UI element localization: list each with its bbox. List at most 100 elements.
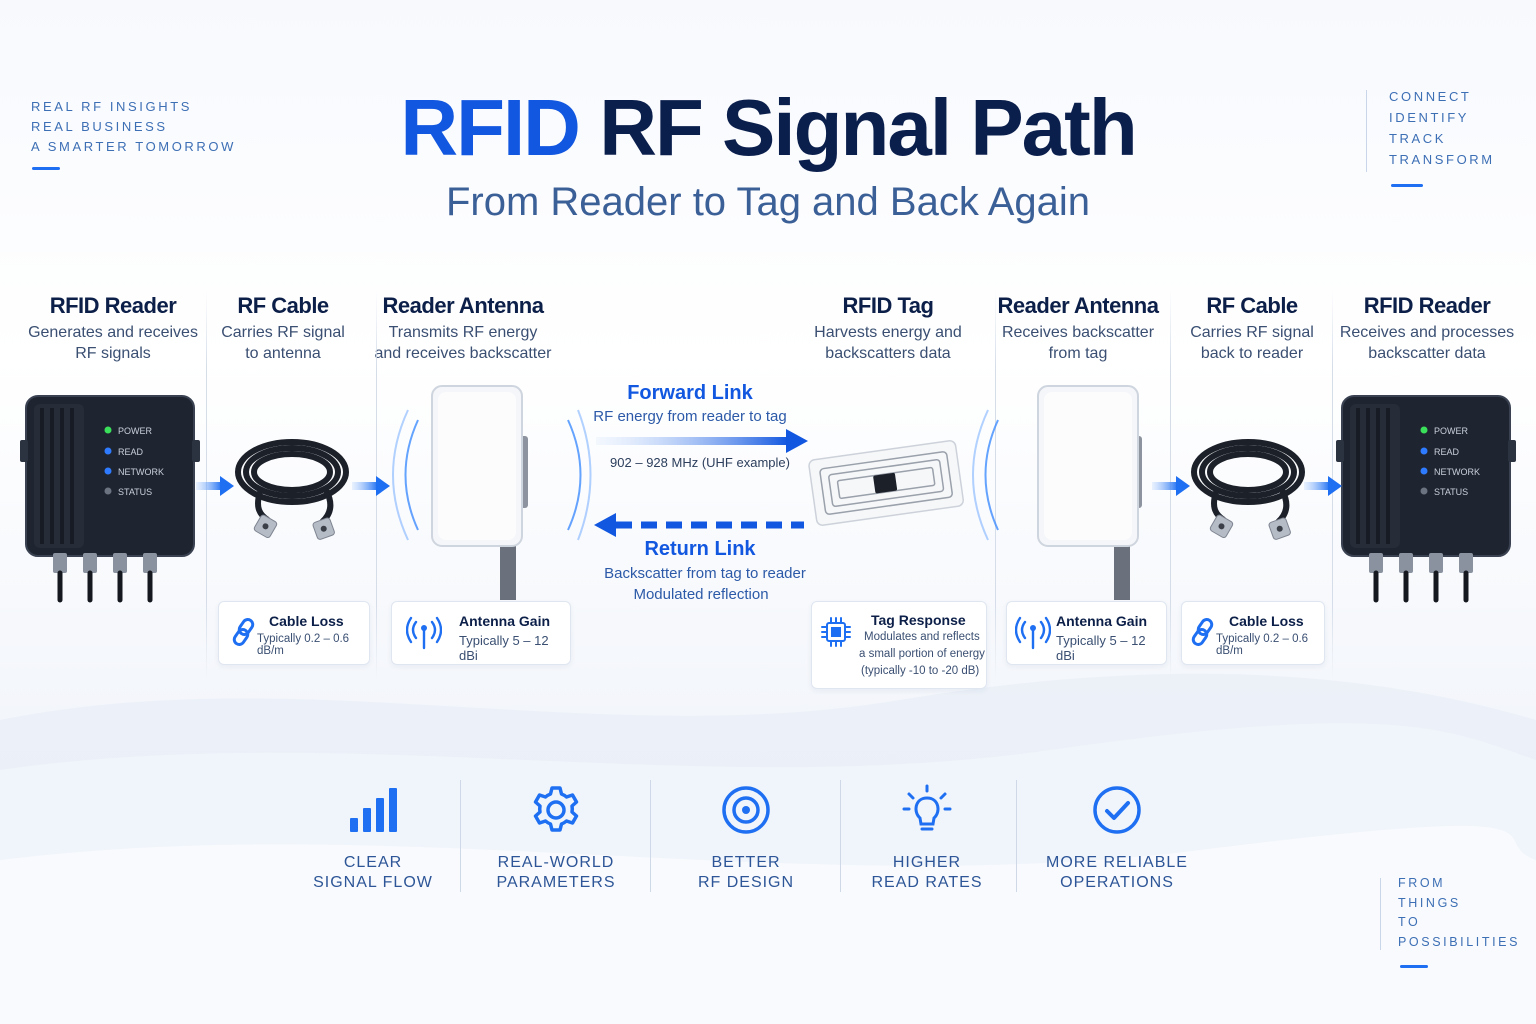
tagline-right-divider <box>1366 90 1367 172</box>
column-heading: RFID Reader <box>49 293 177 318</box>
tagline-right-3: TRACK <box>1389 131 1447 146</box>
card-title: Tag Response <box>871 612 966 628</box>
flow-arrow-icon <box>1152 476 1190 496</box>
tagline-left-3: A SMARTER TOMORROW <box>31 139 236 154</box>
column-desc: Receives and processes <box>1339 324 1515 341</box>
column-heading: Reader Antenna <box>997 293 1159 318</box>
card-title: Cable Loss <box>1229 613 1304 629</box>
led-label-network: NETWORK <box>118 467 164 477</box>
card-tag-response: Tag Response Modulates and reflects a sm… <box>811 601 987 689</box>
feature-label: CLEAR <box>343 854 403 871</box>
column-divider <box>995 290 996 680</box>
column-desc: backscatters data <box>825 345 951 362</box>
column-desc: backscatter data <box>1368 345 1486 362</box>
antenna-icon <box>406 616 442 650</box>
link-icon <box>232 618 255 646</box>
card-desc: (typically -10 to -20 dB) <box>861 665 980 677</box>
led-label-read: READ <box>1434 447 1460 457</box>
bar-chart-icon <box>350 788 397 832</box>
feature-divider <box>840 780 841 892</box>
return-link-title: Return Link <box>644 538 756 560</box>
feature-divider <box>460 780 461 892</box>
feature-label: BETTER <box>711 854 781 871</box>
feature-label: READ RATES <box>871 874 983 891</box>
tagline-right-4: TRANSFORM <box>1389 152 1495 167</box>
return-link-desc-1: Backscatter from tag to reader <box>604 565 806 582</box>
reader-antenna-right <box>972 385 1142 600</box>
tagline-left: REAL RF INSIGHTS REAL BUSINESS A SMARTER… <box>31 97 236 157</box>
background-waves <box>0 673 1536 1024</box>
flow-arrow-icon <box>1304 476 1342 496</box>
page-title: RFID RF Signal Path <box>0 78 1536 178</box>
tagline-bottom-3: TO <box>1398 915 1421 929</box>
accent-line-right <box>1391 184 1423 187</box>
column-desc: RF signals <box>75 345 151 362</box>
feature-reliable-operations: MORE RELIABLE OPERATIONS <box>1022 784 1212 893</box>
column-heading: RFID Tag <box>842 293 934 318</box>
feature-rf-design: BETTER RF DESIGN <box>651 784 841 893</box>
feature-label: SIGNAL FLOW <box>313 874 433 891</box>
tagline-right: CONNECT IDENTIFY TRACK TRANSFORM <box>1389 86 1495 170</box>
accent-line-bottom <box>1400 965 1428 968</box>
chip-icon <box>821 617 851 647</box>
column-desc: Transmits RF energy <box>388 324 538 341</box>
card-desc: a small portion of energy <box>859 648 985 660</box>
feature-label: MORE RELIABLE <box>1046 854 1188 871</box>
forward-link-title: Forward Link <box>627 382 753 404</box>
check-circle-icon <box>1093 786 1141 834</box>
tagline-bottom-4: POSSIBILITIES <box>1398 934 1521 949</box>
title-rfid: RFID <box>400 83 581 172</box>
rfid-reader-device-right: POWER READ NETWORK STATUS <box>1336 395 1516 603</box>
page-subtitle: From Reader to Tag and Back Again <box>445 180 1091 224</box>
flow-arrow-icon <box>196 476 234 496</box>
feature-label: HIGHER <box>892 854 962 871</box>
card-desc: Typically 5 – 12 dBi <box>1056 633 1146 663</box>
target-icon <box>722 786 770 834</box>
led-label-power: POWER <box>118 426 153 436</box>
column-heading: Reader Antenna <box>382 293 544 318</box>
feature-label: RF DESIGN <box>697 874 795 891</box>
card-desc: Modulates and reflects <box>864 631 980 643</box>
led-label-network: NETWORK <box>1434 467 1480 477</box>
column-tag: RFID Tag Harvests energy and backscatters… <box>792 292 984 364</box>
card-title: Antenna Gain <box>1056 613 1148 629</box>
tagline-bottom-1: FROM <box>1398 876 1446 890</box>
card-title: Cable Loss <box>269 613 344 629</box>
feature-read-rates: HIGHER READ RATES <box>832 784 1022 893</box>
column-desc: Generates and receives <box>28 324 198 341</box>
link-icon <box>1191 618 1214 646</box>
column-desc: from tag <box>1048 345 1108 362</box>
feature-divider <box>650 780 651 892</box>
return-link-arrow <box>594 513 804 537</box>
card-desc: Typically 0.2 – 0.6 dB/m <box>1216 633 1309 657</box>
column-desc: Carries RF signal <box>221 324 345 341</box>
feature-divider <box>1016 780 1017 892</box>
feature-label: OPERATIONS <box>1060 874 1174 891</box>
rfid-reader-device-left: POWER READ NETWORK STATUS <box>20 395 200 603</box>
led-label-status: STATUS <box>1434 487 1468 497</box>
gear-icon <box>533 786 579 832</box>
column-reader-left: RFID Reader Generates and receives RF sig… <box>18 292 208 364</box>
feature-label: REAL-WORLD <box>497 854 615 871</box>
reader-antenna-left <box>392 385 592 600</box>
rf-cable-right <box>1191 439 1305 540</box>
column-desc: Harvests energy and <box>814 324 962 341</box>
tagline-bottom-divider <box>1380 878 1381 950</box>
flow-arrow-icon <box>352 476 390 496</box>
card-antenna-gain-right: Antenna Gain Typically 5 – 12 dBi <box>1006 601 1167 665</box>
column-heading: RF Cable <box>237 293 329 318</box>
feature-signal-flow: CLEAR SIGNAL FLOW <box>278 784 468 893</box>
tagline-right-2: IDENTIFY <box>1389 110 1470 125</box>
tagline-left-2: REAL BUSINESS <box>31 119 168 134</box>
tagline-bottom-right: FROM THINGS TO POSSIBILITIES <box>1398 874 1520 952</box>
column-desc: Carries RF signal <box>1190 324 1314 341</box>
antenna-icon <box>1015 616 1051 650</box>
column-heading: RF Cable <box>1206 293 1298 318</box>
lightbulb-icon <box>902 784 952 831</box>
column-desc: Receives backscatter <box>1001 324 1155 341</box>
tagline-right-1: CONNECT <box>1389 89 1472 104</box>
column-desc: and receives backscatter <box>374 345 552 362</box>
